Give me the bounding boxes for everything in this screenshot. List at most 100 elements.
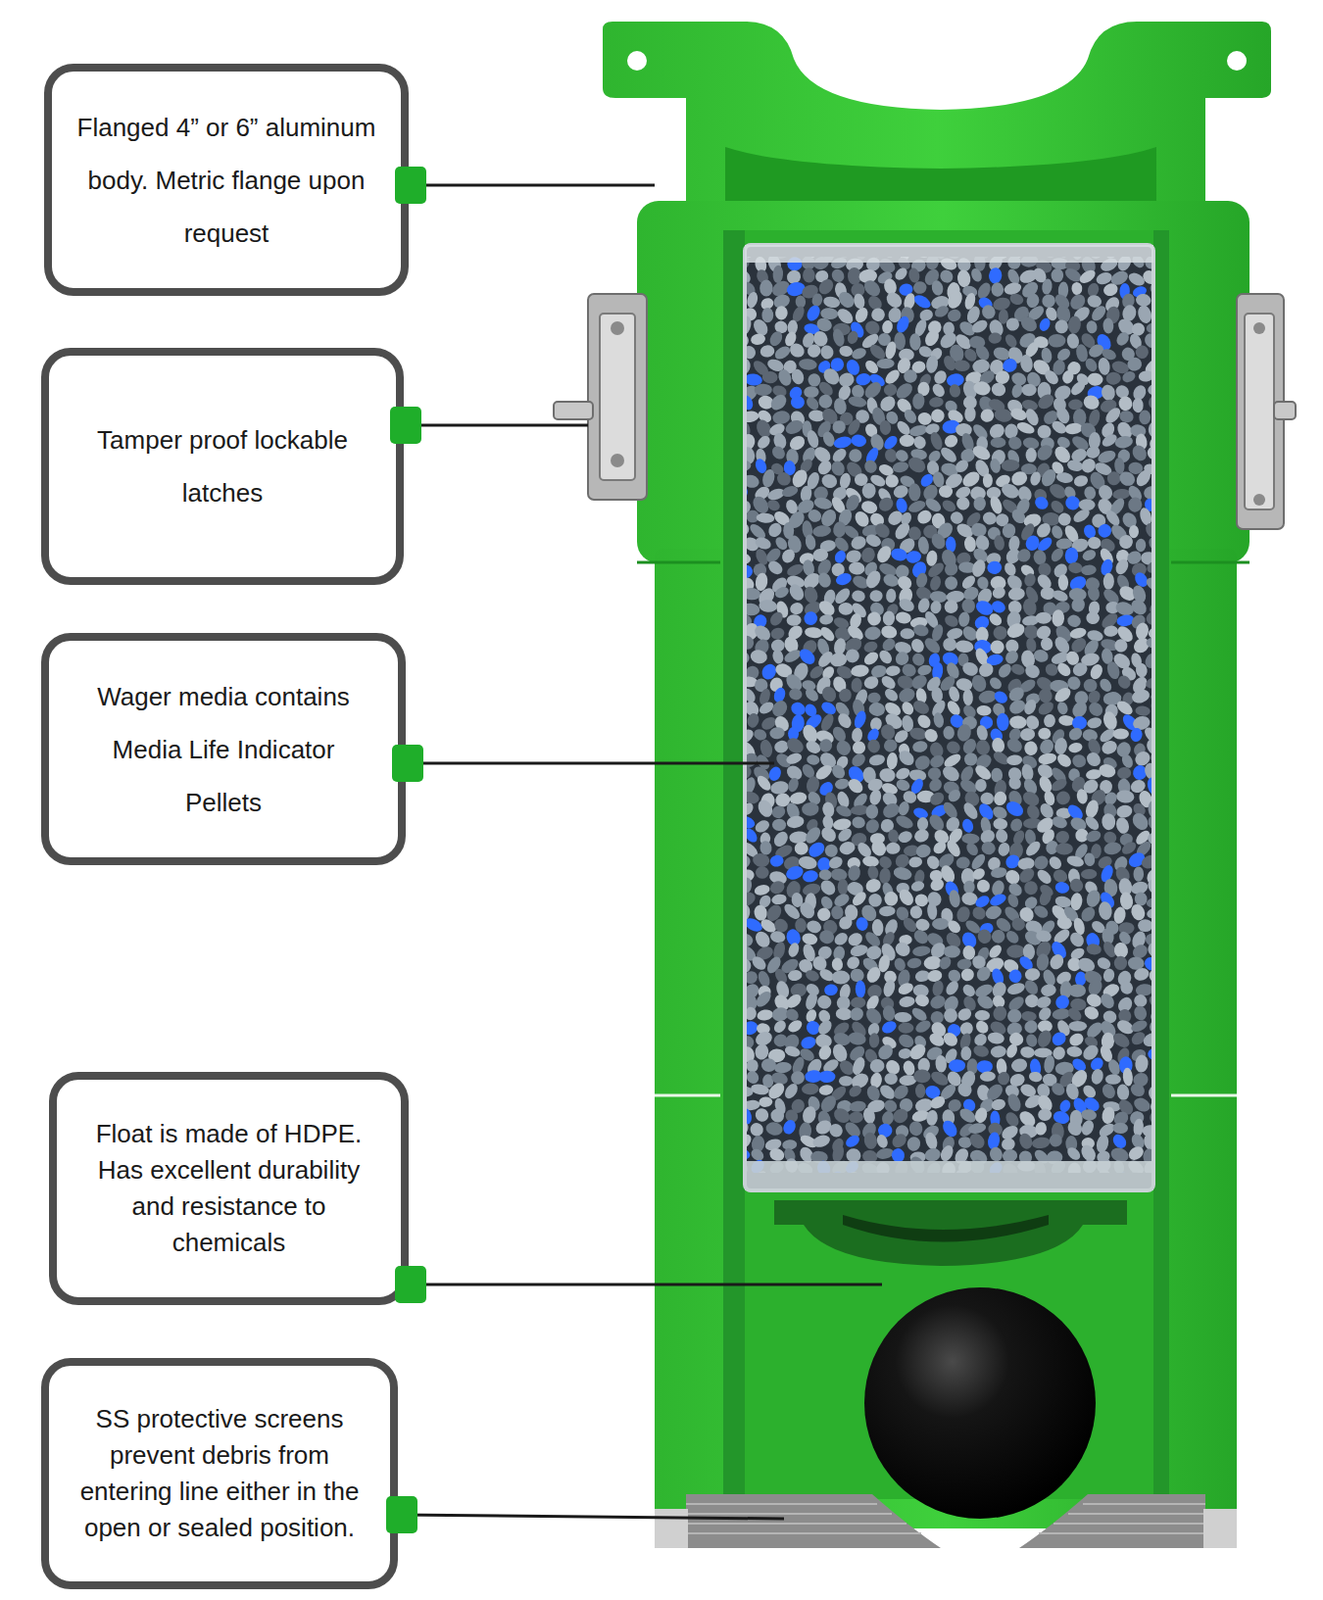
media-pebble <box>760 468 777 490</box>
media-pebble <box>800 1105 819 1127</box>
callout-box: Tamper proof lockable latches <box>41 347 404 586</box>
media-pebble <box>928 993 948 1012</box>
indicator-pellet <box>1116 613 1136 628</box>
media-pebble <box>758 1096 773 1108</box>
media-pebble <box>992 818 1008 832</box>
media-pebble <box>925 1109 938 1127</box>
media-pebble <box>847 1005 867 1025</box>
media-pebble <box>1005 1007 1025 1026</box>
media-pebble <box>1145 321 1152 335</box>
indicator-pellet <box>976 1060 993 1075</box>
media-pebble <box>1022 879 1039 896</box>
indicator-pellet <box>987 266 1003 285</box>
media-pebble <box>1103 625 1120 638</box>
indicator-pellet <box>991 688 1010 706</box>
media-pebble <box>875 1146 895 1161</box>
media-pebble <box>848 942 870 959</box>
media-pebble <box>882 890 899 908</box>
media-pebble <box>787 686 804 702</box>
media-pebble <box>1037 800 1057 821</box>
media-pebble <box>765 497 783 513</box>
media-pebble <box>964 840 981 858</box>
media-pebble <box>1076 787 1089 805</box>
media-pebble <box>954 677 974 693</box>
media-pebble <box>882 1005 896 1023</box>
media-pebble <box>869 305 887 324</box>
media-pebble <box>1096 356 1111 377</box>
media-pebble <box>819 684 839 705</box>
media-pebble <box>1080 869 1098 881</box>
media-pebble <box>1035 1005 1054 1024</box>
media-pebble <box>988 638 1006 656</box>
callout-text: Wager media contains Media Life Indicato… <box>76 670 371 830</box>
media-pebble <box>802 686 821 704</box>
media-pebble <box>867 692 882 704</box>
indicator-pellet <box>766 765 784 784</box>
media-pebble <box>1034 391 1057 412</box>
media-pebble <box>818 393 834 410</box>
media-pebble <box>989 380 1009 398</box>
media-pebble <box>784 991 804 1011</box>
indicator-pellet <box>1003 798 1027 820</box>
media-pebble <box>761 371 778 385</box>
media-pebble <box>899 628 915 639</box>
media-pebble <box>1127 1080 1147 1100</box>
media-pebble <box>942 432 961 450</box>
media-pebble <box>925 354 939 375</box>
media-pebble <box>975 878 992 895</box>
media-pebble <box>1100 812 1117 832</box>
media-pebble <box>1073 474 1090 489</box>
media-pebble <box>930 381 947 399</box>
callout-text: Flanged 4” or 6” aluminum body. Metric f… <box>74 100 379 260</box>
media-pebble <box>945 918 964 936</box>
media-pebble <box>1134 705 1151 718</box>
media-pebble <box>1005 980 1027 997</box>
media-pebble <box>1051 609 1066 628</box>
media-pebble <box>1134 621 1151 640</box>
media-pebble <box>955 1006 974 1024</box>
media-pebble <box>746 712 761 730</box>
media-pebble <box>746 649 751 666</box>
media-pebble <box>1132 866 1144 882</box>
media-pebble <box>980 791 994 806</box>
protective-screen <box>654 1494 1237 1549</box>
media-pebble <box>898 995 917 1009</box>
media-pebble <box>804 534 818 552</box>
media-pebble <box>1002 560 1019 578</box>
media-pebble <box>862 674 881 691</box>
media-pebble <box>1114 330 1132 348</box>
media-pebble <box>786 341 807 361</box>
media-pebble <box>1057 574 1069 591</box>
media-pebble <box>916 663 933 678</box>
media-pebble <box>1150 690 1152 704</box>
media-pebble <box>929 395 945 408</box>
media-pebble <box>865 1083 882 1103</box>
media-pebble <box>1127 596 1149 619</box>
media-pebble <box>913 992 931 1009</box>
media-pebble <box>884 1073 898 1085</box>
media-pebble <box>1143 521 1152 541</box>
media-pebble <box>1131 1095 1152 1116</box>
media-pebble <box>969 266 984 284</box>
media-pebble <box>749 1082 770 1097</box>
media-pebble <box>1037 1108 1052 1122</box>
media-pebble <box>1105 1074 1122 1085</box>
media-pebble <box>1040 278 1053 295</box>
media-pebble <box>767 329 784 348</box>
media-pebble <box>1008 292 1026 307</box>
media-pebble <box>1003 315 1022 334</box>
media-pebble <box>977 688 997 705</box>
media-pebble <box>773 738 790 755</box>
media-pebble <box>1057 512 1073 528</box>
media-pebble <box>862 457 881 476</box>
media-pebble <box>783 1044 801 1060</box>
indicator-pellet <box>746 814 757 832</box>
media-pebble <box>784 735 807 757</box>
media-pebble <box>818 1083 834 1097</box>
media-pebble <box>1126 1143 1146 1163</box>
indicator-pellet <box>1008 969 1023 983</box>
media-pebble <box>980 839 998 857</box>
media-pebble <box>1101 281 1120 298</box>
media-pebble <box>893 380 916 402</box>
media-pebble <box>746 1069 762 1087</box>
